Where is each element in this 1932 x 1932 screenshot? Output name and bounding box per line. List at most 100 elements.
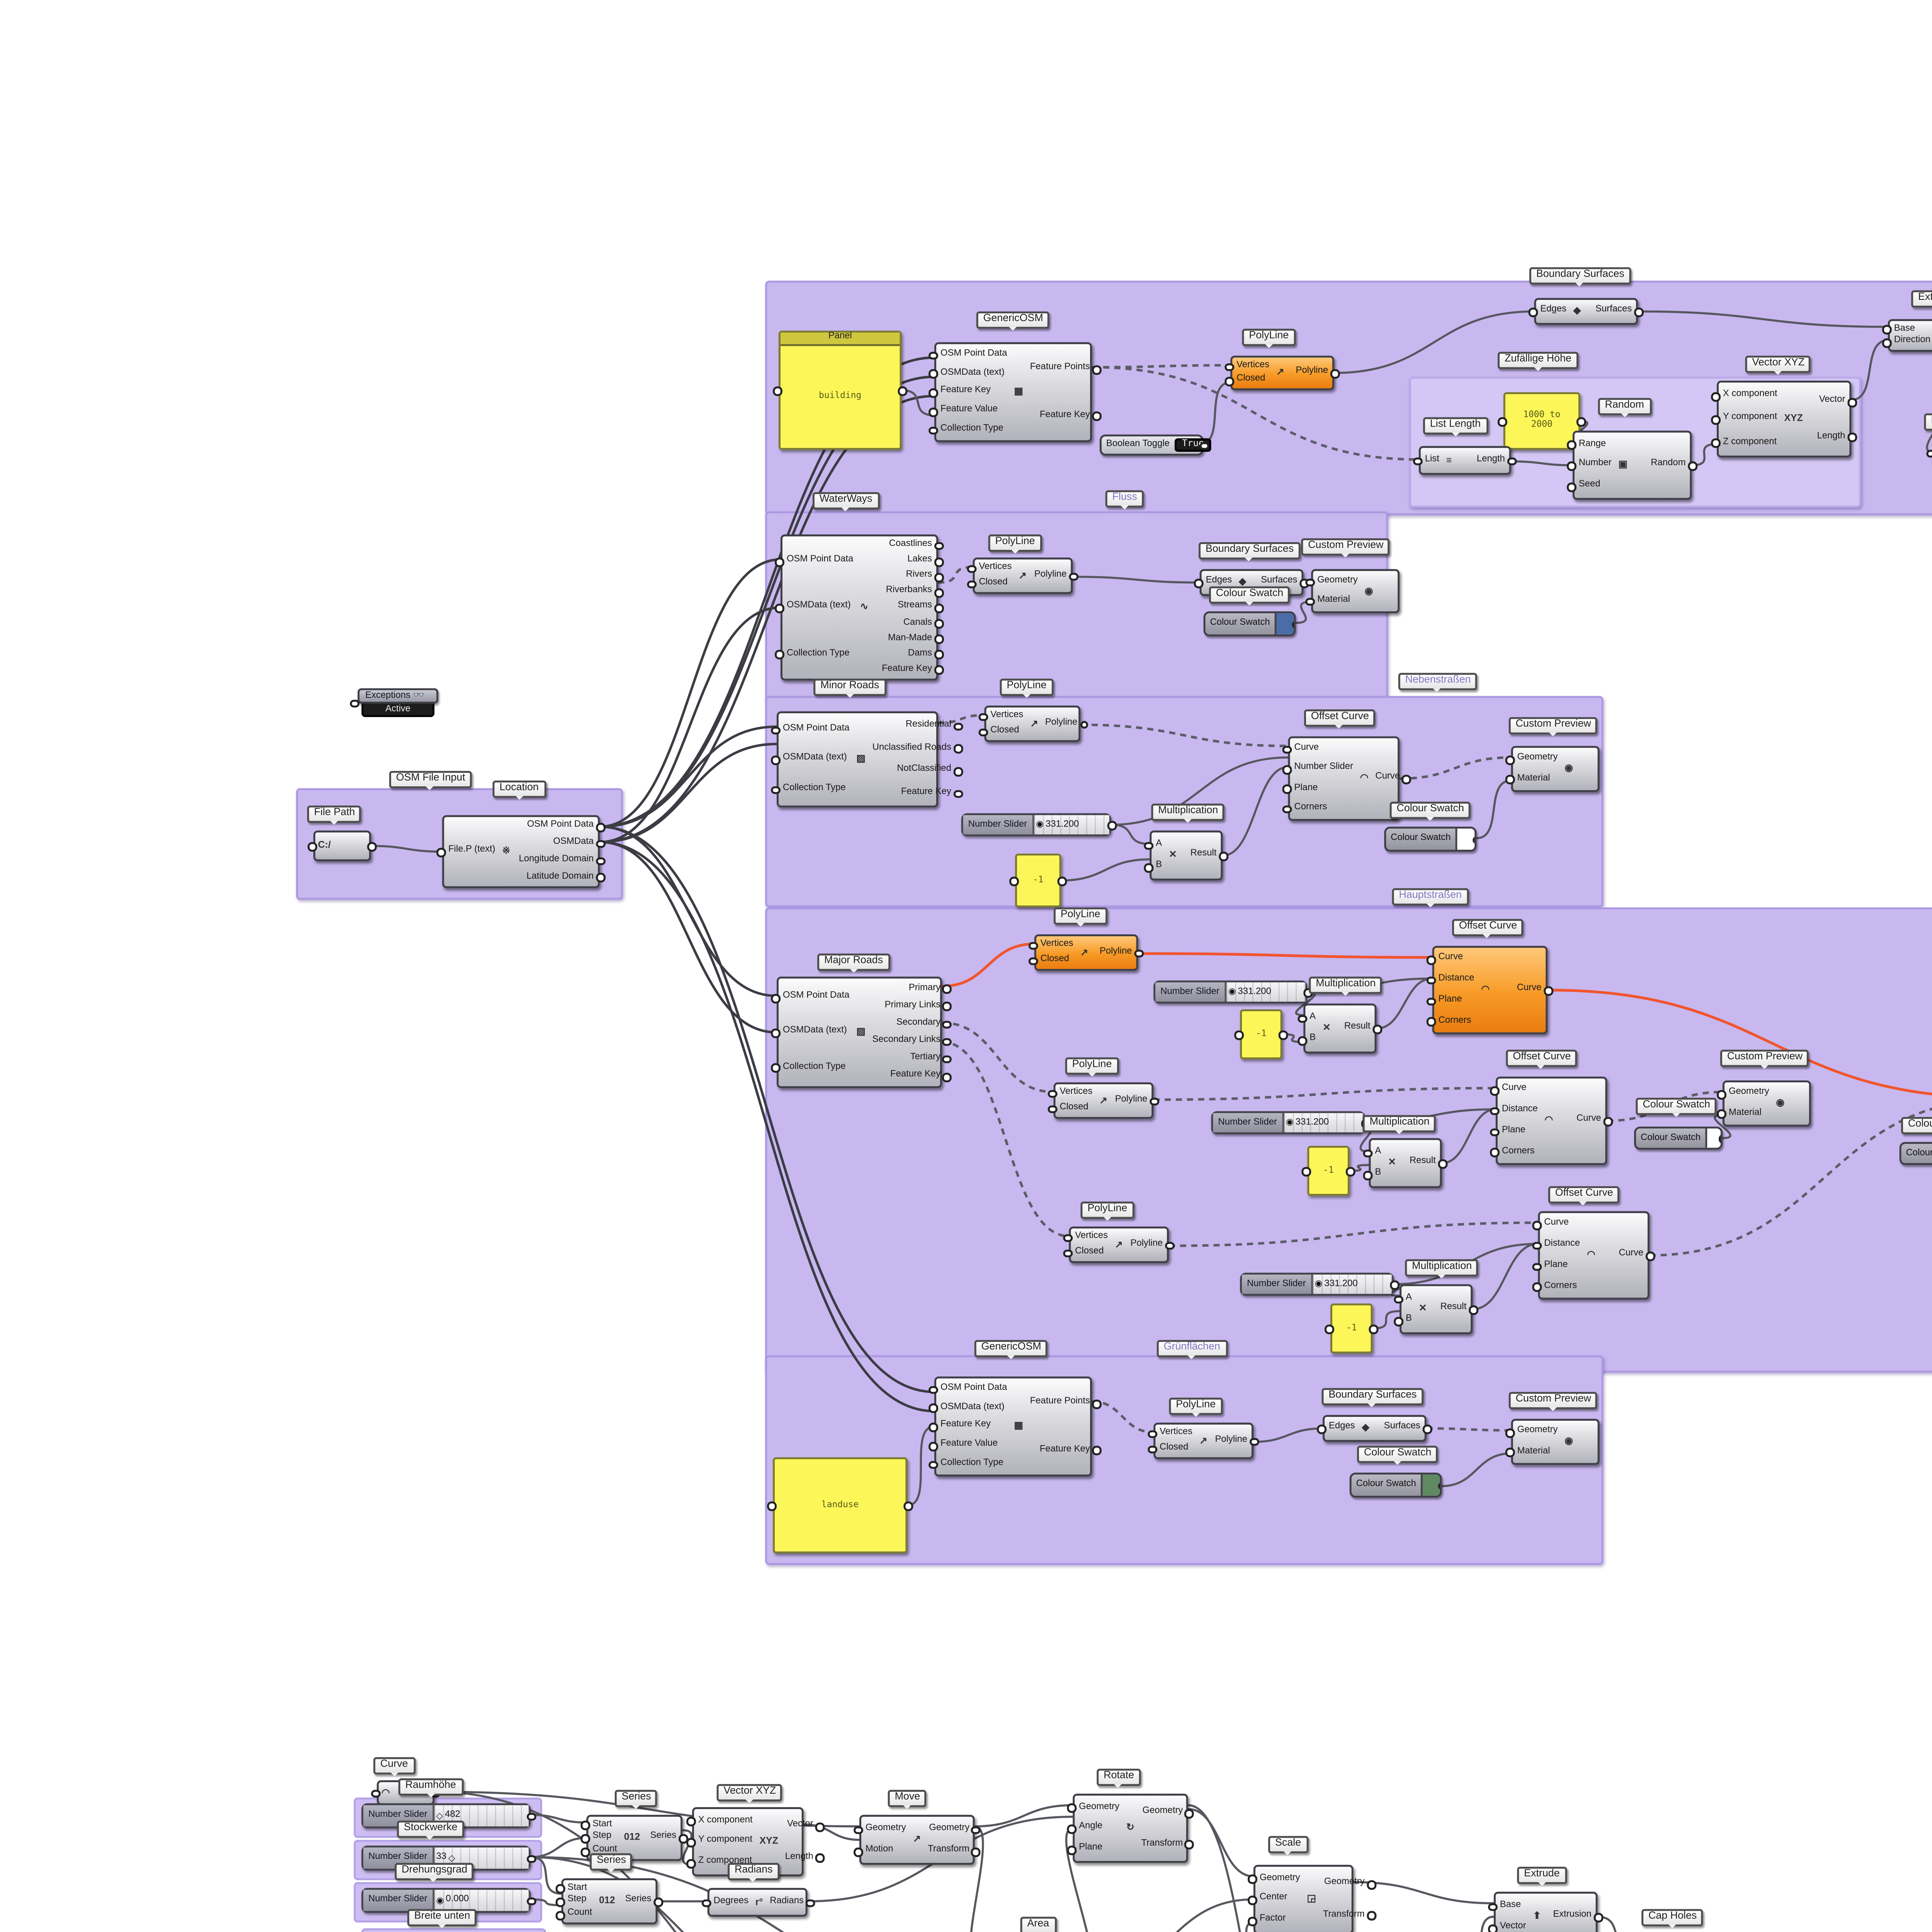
input-port[interactable] — [372, 1789, 381, 1798]
input-port[interactable] — [1718, 1110, 1726, 1119]
input-port[interactable] — [929, 1404, 938, 1413]
input-port[interactable] — [1298, 1014, 1308, 1023]
slider-track[interactable]: ◉0.000 — [434, 1889, 529, 1911]
swatch-major1[interactable]: Colour Swatch — [1634, 1126, 1723, 1150]
input-port[interactable] — [1306, 578, 1315, 587]
slider-track[interactable]: ◉331.200 — [1284, 1113, 1363, 1133]
boundary-building[interactable]: Edges◆Surfaces — [1529, 298, 1643, 325]
input-port[interactable] — [1567, 483, 1577, 492]
panel-landuse[interactable]: landuse — [768, 1457, 913, 1554]
filepath-param[interactable]: C:/ — [308, 830, 376, 861]
input-port[interactable] — [1364, 1148, 1373, 1158]
input-port[interactable] — [437, 848, 446, 857]
input-port[interactable] — [556, 1884, 565, 1894]
input-port[interactable] — [929, 1442, 938, 1451]
swatch-color[interactable] — [1455, 828, 1475, 850]
output-port[interactable] — [934, 650, 943, 660]
slider-331-b[interactable]: Number Slider◉331.200 — [1211, 1111, 1370, 1134]
swatch-major2[interactable]: Colour Swatch — [1899, 1142, 1932, 1165]
input-port[interactable] — [1718, 1090, 1726, 1099]
output-port[interactable] — [596, 856, 605, 866]
output-port[interactable] — [1438, 1160, 1447, 1169]
input-port[interactable] — [854, 1825, 863, 1834]
input-port[interactable] — [1225, 362, 1235, 371]
output-port[interactable] — [1422, 1425, 1432, 1434]
input-port[interactable] — [1298, 1036, 1308, 1045]
input-port[interactable] — [1302, 1167, 1311, 1176]
output-port[interactable] — [942, 1073, 952, 1082]
output-port[interactable] — [367, 842, 376, 852]
output-port[interactable] — [1594, 1913, 1603, 1922]
output-port[interactable] — [1219, 852, 1228, 861]
output-port[interactable] — [1199, 441, 1209, 451]
input-port[interactable] — [1029, 941, 1038, 951]
input-port[interactable] — [772, 726, 781, 735]
output-port[interactable] — [1250, 1437, 1259, 1446]
input-port[interactable] — [776, 557, 784, 566]
input-port[interactable] — [1427, 997, 1436, 1006]
input-port[interactable] — [1010, 877, 1019, 886]
swatch-color[interactable] — [1705, 1128, 1721, 1148]
slider-track[interactable]: ◉331.200 — [1034, 815, 1109, 835]
list-length[interactable]: List≡Length — [1413, 446, 1516, 475]
output-port[interactable] — [527, 1897, 536, 1906]
slider-331-minor[interactable]: Number Slider◉331.200 — [961, 813, 1116, 837]
input-port[interactable] — [772, 756, 781, 765]
input-port[interactable] — [1068, 1804, 1077, 1813]
output-port[interactable] — [971, 1847, 981, 1856]
input-port[interactable] — [1506, 755, 1515, 765]
output-port[interactable] — [1369, 1325, 1378, 1334]
input-port[interactable] — [687, 1859, 696, 1868]
input-port[interactable] — [1068, 1825, 1077, 1834]
output-port[interactable] — [1345, 1167, 1355, 1176]
input-port[interactable] — [929, 407, 938, 417]
input-port[interactable] — [1506, 776, 1515, 784]
input-port[interactable] — [1427, 976, 1436, 985]
input-port[interactable] — [768, 1502, 777, 1511]
output-port[interactable] — [1372, 1025, 1382, 1034]
output-port[interactable] — [1092, 412, 1101, 421]
output-port[interactable] — [1092, 365, 1101, 374]
output-port[interactable] — [934, 557, 943, 566]
input-port[interactable] — [350, 699, 360, 709]
output-port[interactable] — [953, 722, 963, 731]
output-port[interactable] — [1092, 1400, 1101, 1408]
swatch-landuse[interactable]: Colour Swatch — [1349, 1473, 1442, 1498]
slider-331-a[interactable]: Number Slider◉331.200 — [1153, 980, 1313, 1004]
output-port[interactable] — [1645, 1252, 1655, 1261]
panel-neg1-c[interactable]: -1 — [1325, 1303, 1378, 1354]
input-port[interactable] — [929, 426, 938, 435]
output-port[interactable] — [1330, 369, 1339, 379]
panel-neg1-a[interactable]: -1 — [1235, 1009, 1287, 1060]
input-port[interactable] — [1506, 1428, 1515, 1437]
output-port[interactable] — [942, 1020, 952, 1029]
output-port[interactable] — [679, 1834, 688, 1844]
input-port[interactable] — [1248, 1875, 1257, 1884]
output-port[interactable] — [815, 1854, 825, 1863]
input-port[interactable] — [854, 1847, 863, 1856]
input-port[interactable] — [1318, 1425, 1327, 1434]
input-port[interactable] — [1490, 1148, 1500, 1157]
output-port[interactable] — [1367, 1912, 1376, 1921]
input-port[interactable] — [1506, 1448, 1515, 1458]
input-port[interactable] — [929, 351, 938, 360]
circle-marker-icon[interactable]: ◉ — [1228, 986, 1236, 996]
input-port[interactable] — [1306, 597, 1315, 606]
circle-marker-icon[interactable]: ◉ — [436, 1895, 444, 1905]
